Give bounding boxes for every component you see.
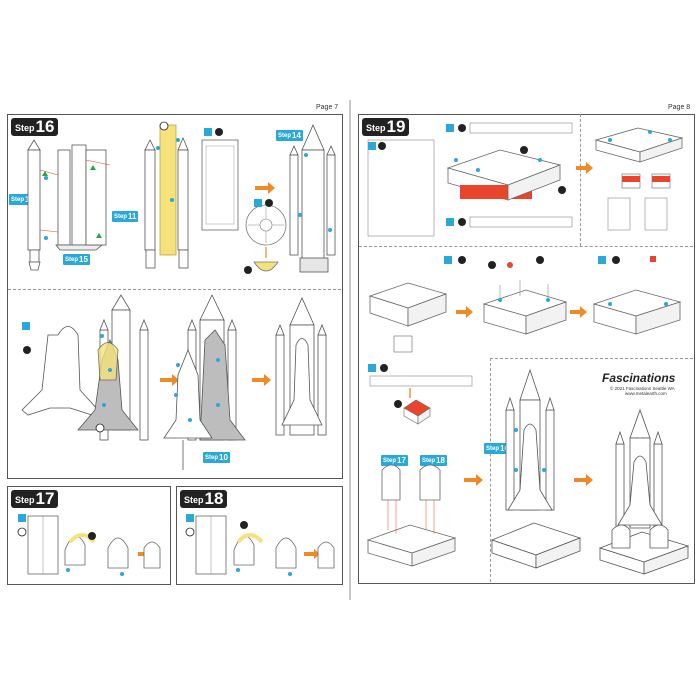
step-label: Step bbox=[366, 123, 386, 133]
step-number: 16 bbox=[35, 117, 55, 136]
step16-section-divider bbox=[8, 289, 341, 290]
step-label: Step bbox=[184, 495, 204, 505]
step19-divider-2 bbox=[490, 358, 693, 359]
brand-url: www.metalearth.com bbox=[625, 391, 667, 396]
step16-badge: Step 16 bbox=[11, 117, 59, 136]
step19-divider-v2 bbox=[490, 358, 491, 582]
brand-name: Fascinations bbox=[602, 371, 676, 385]
page-divider bbox=[349, 100, 351, 600]
page-number-left: Page 7 bbox=[316, 104, 339, 111]
step-number: 19 bbox=[386, 117, 406, 136]
step19-divider-1 bbox=[359, 246, 693, 247]
step17-badge: Step 17 bbox=[11, 489, 59, 508]
step-label: Step bbox=[15, 123, 35, 133]
step19-divider-v1 bbox=[580, 114, 581, 246]
step19-badge: Step 19 bbox=[362, 117, 410, 136]
brand-copyright: © 2021 Fascinations Seattle WA bbox=[610, 386, 675, 391]
page-number-right: Page 8 bbox=[668, 104, 691, 111]
step18-badge: Step 18 bbox=[180, 489, 228, 508]
step-number: 18 bbox=[204, 489, 224, 508]
step-number: 17 bbox=[35, 489, 55, 508]
part-b-tag bbox=[22, 322, 30, 330]
step-label: Step bbox=[15, 495, 35, 505]
